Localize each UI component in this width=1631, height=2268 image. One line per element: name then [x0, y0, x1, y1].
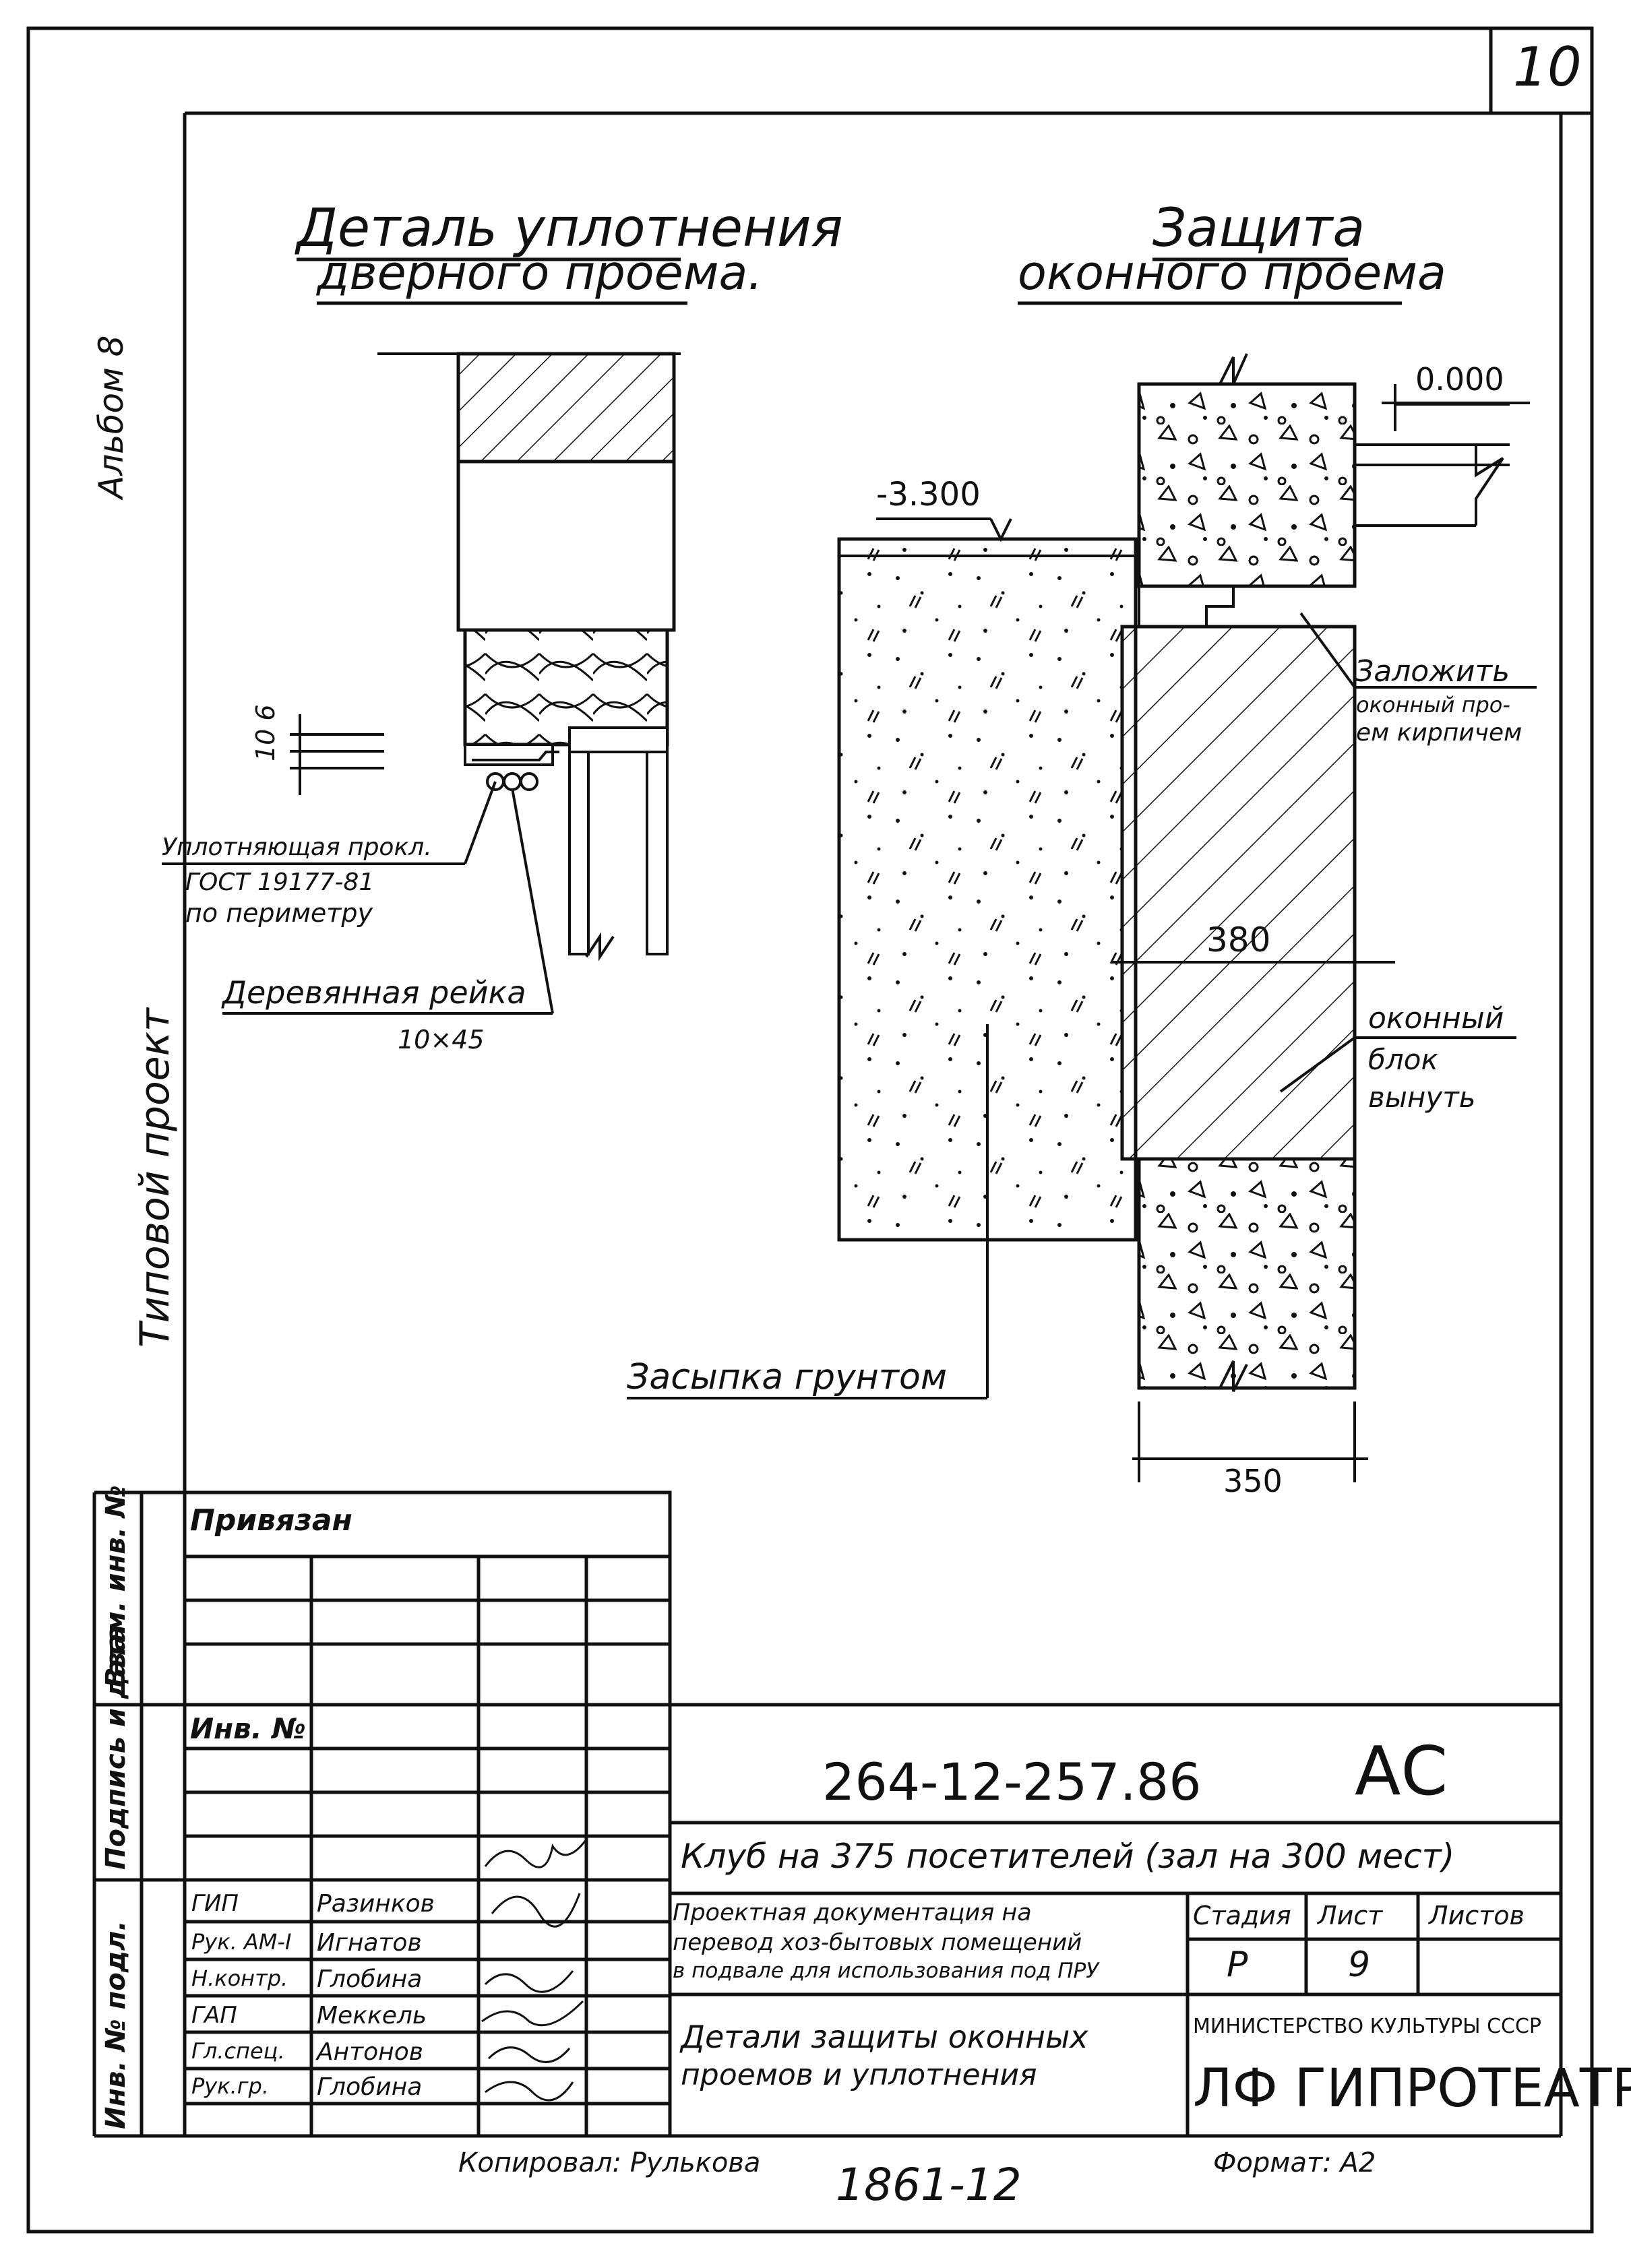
- stamp-podpis: Подпись и дата: [100, 1625, 131, 1870]
- archive-number: 1861-12: [836, 2159, 1022, 2211]
- doc-line-2: перевод хоз-бытовых помещений: [673, 1929, 1082, 1956]
- left-grid-lines: [183, 1490, 672, 2138]
- window-detail-title-2: оконного проема: [1018, 245, 1446, 301]
- window-detail-title-1: Защита: [1152, 198, 1365, 259]
- staff-name-1: Игнатов: [317, 1929, 422, 1957]
- staff-role-5: Рук.гр.: [191, 2073, 270, 2099]
- staff-name-2: Глобина: [317, 1965, 423, 1993]
- doc-code: 264-12-257.86: [822, 1752, 1202, 1812]
- mark-top: 0.000: [1415, 361, 1504, 398]
- format-label: Формат: А2: [1213, 2147, 1376, 2178]
- door-detail-title-2: дверного проема.: [317, 245, 763, 301]
- drawing-title-1: Детали защиты оконных: [681, 2019, 1088, 2055]
- note-brick-3: ем кирпичем: [1356, 719, 1522, 747]
- seal-perimeter: по периметру: [185, 898, 373, 928]
- copied-by: Копировал: Рулькова: [458, 2147, 761, 2178]
- dim-350: 350: [1223, 1463, 1283, 1499]
- privyazan-label: Привязан: [190, 1503, 352, 1538]
- window-detail-drawing: [627, 353, 1537, 1482]
- signature-marks: [481, 1839, 588, 2102]
- stage-value: Р: [1227, 1945, 1248, 1985]
- page-number-box: [1489, 26, 1594, 115]
- staff-name-5: Глобина: [317, 2073, 423, 2101]
- staff-role-1: Рук. АМ-I: [191, 1929, 292, 1955]
- door-dim-label: 10 6: [251, 704, 280, 761]
- album-label: Альбом 8: [92, 335, 131, 499]
- side-stamp-lines: [92, 1490, 185, 2138]
- note-brick-2: оконный про-: [1356, 692, 1510, 718]
- stage-label: Стадия: [1193, 1901, 1291, 1930]
- sheet-label: Лист: [1318, 1901, 1383, 1930]
- staff-name-3: Меккель: [317, 2002, 427, 2029]
- staff-role-3: ГАП: [191, 2002, 237, 2029]
- doc-line-1: Проектная документация на: [673, 1899, 1032, 1926]
- outer-frame: [26, 26, 1594, 2234]
- rail-size: 10×45: [398, 1025, 485, 1054]
- title-block-lines: [670, 1703, 1561, 2136]
- note-block-2: блок: [1368, 1043, 1438, 1076]
- ministry-label: МИНИСТЕРСТВО КУЛЬТУРЫ СССР: [1193, 2015, 1542, 2038]
- project-label: Типовой проект: [131, 1008, 179, 1348]
- dim-380: 380: [1206, 920, 1271, 959]
- org-name: ЛФ ГИПРОТЕАТР: [1193, 2058, 1631, 2119]
- sheets-label: Листов: [1429, 1901, 1525, 1930]
- staff-role-4: Гл.спец.: [191, 2038, 285, 2064]
- stamp-inv: Инв. № подл.: [100, 1920, 131, 2129]
- note-fill: Засыпка грунтом: [627, 1357, 948, 1397]
- note-block-1: оконный: [1368, 1001, 1504, 1036]
- note-block-3: вынуть: [1368, 1081, 1476, 1114]
- staff-name-4: Антонов: [317, 2038, 423, 2066]
- page-number: 10: [1513, 36, 1582, 98]
- sheet-value: 9: [1348, 1945, 1371, 1985]
- door-detail-drawing: [162, 352, 681, 1015]
- staff-name-0: Разинков: [317, 1890, 435, 1918]
- seal-gost: ГОСТ 19177-81: [185, 869, 375, 896]
- doc-line-3: в подвале для использования под ПРУ: [673, 1959, 1099, 1983]
- inv-no-label: Инв. №: [190, 1712, 306, 1745]
- doc-mark: АС: [1355, 1732, 1448, 1810]
- note-brick-1: Заложить: [1355, 654, 1510, 689]
- drawing-title-2: проемов и уплотнения: [681, 2058, 1037, 2092]
- door-detail-title-1: Деталь уплотнения: [297, 198, 843, 259]
- object-name: Клуб на 375 посетителей (зал на 300 мест…: [681, 1837, 1455, 1876]
- staff-role-2: Н.контр.: [191, 1965, 288, 1991]
- staff-role-0: ГИП: [191, 1890, 239, 1917]
- seal-label: Уплотняющая прокл.: [162, 833, 432, 861]
- mark-left: -3.300: [876, 476, 981, 513]
- rail-label: Деревянная рейка: [222, 974, 526, 1011]
